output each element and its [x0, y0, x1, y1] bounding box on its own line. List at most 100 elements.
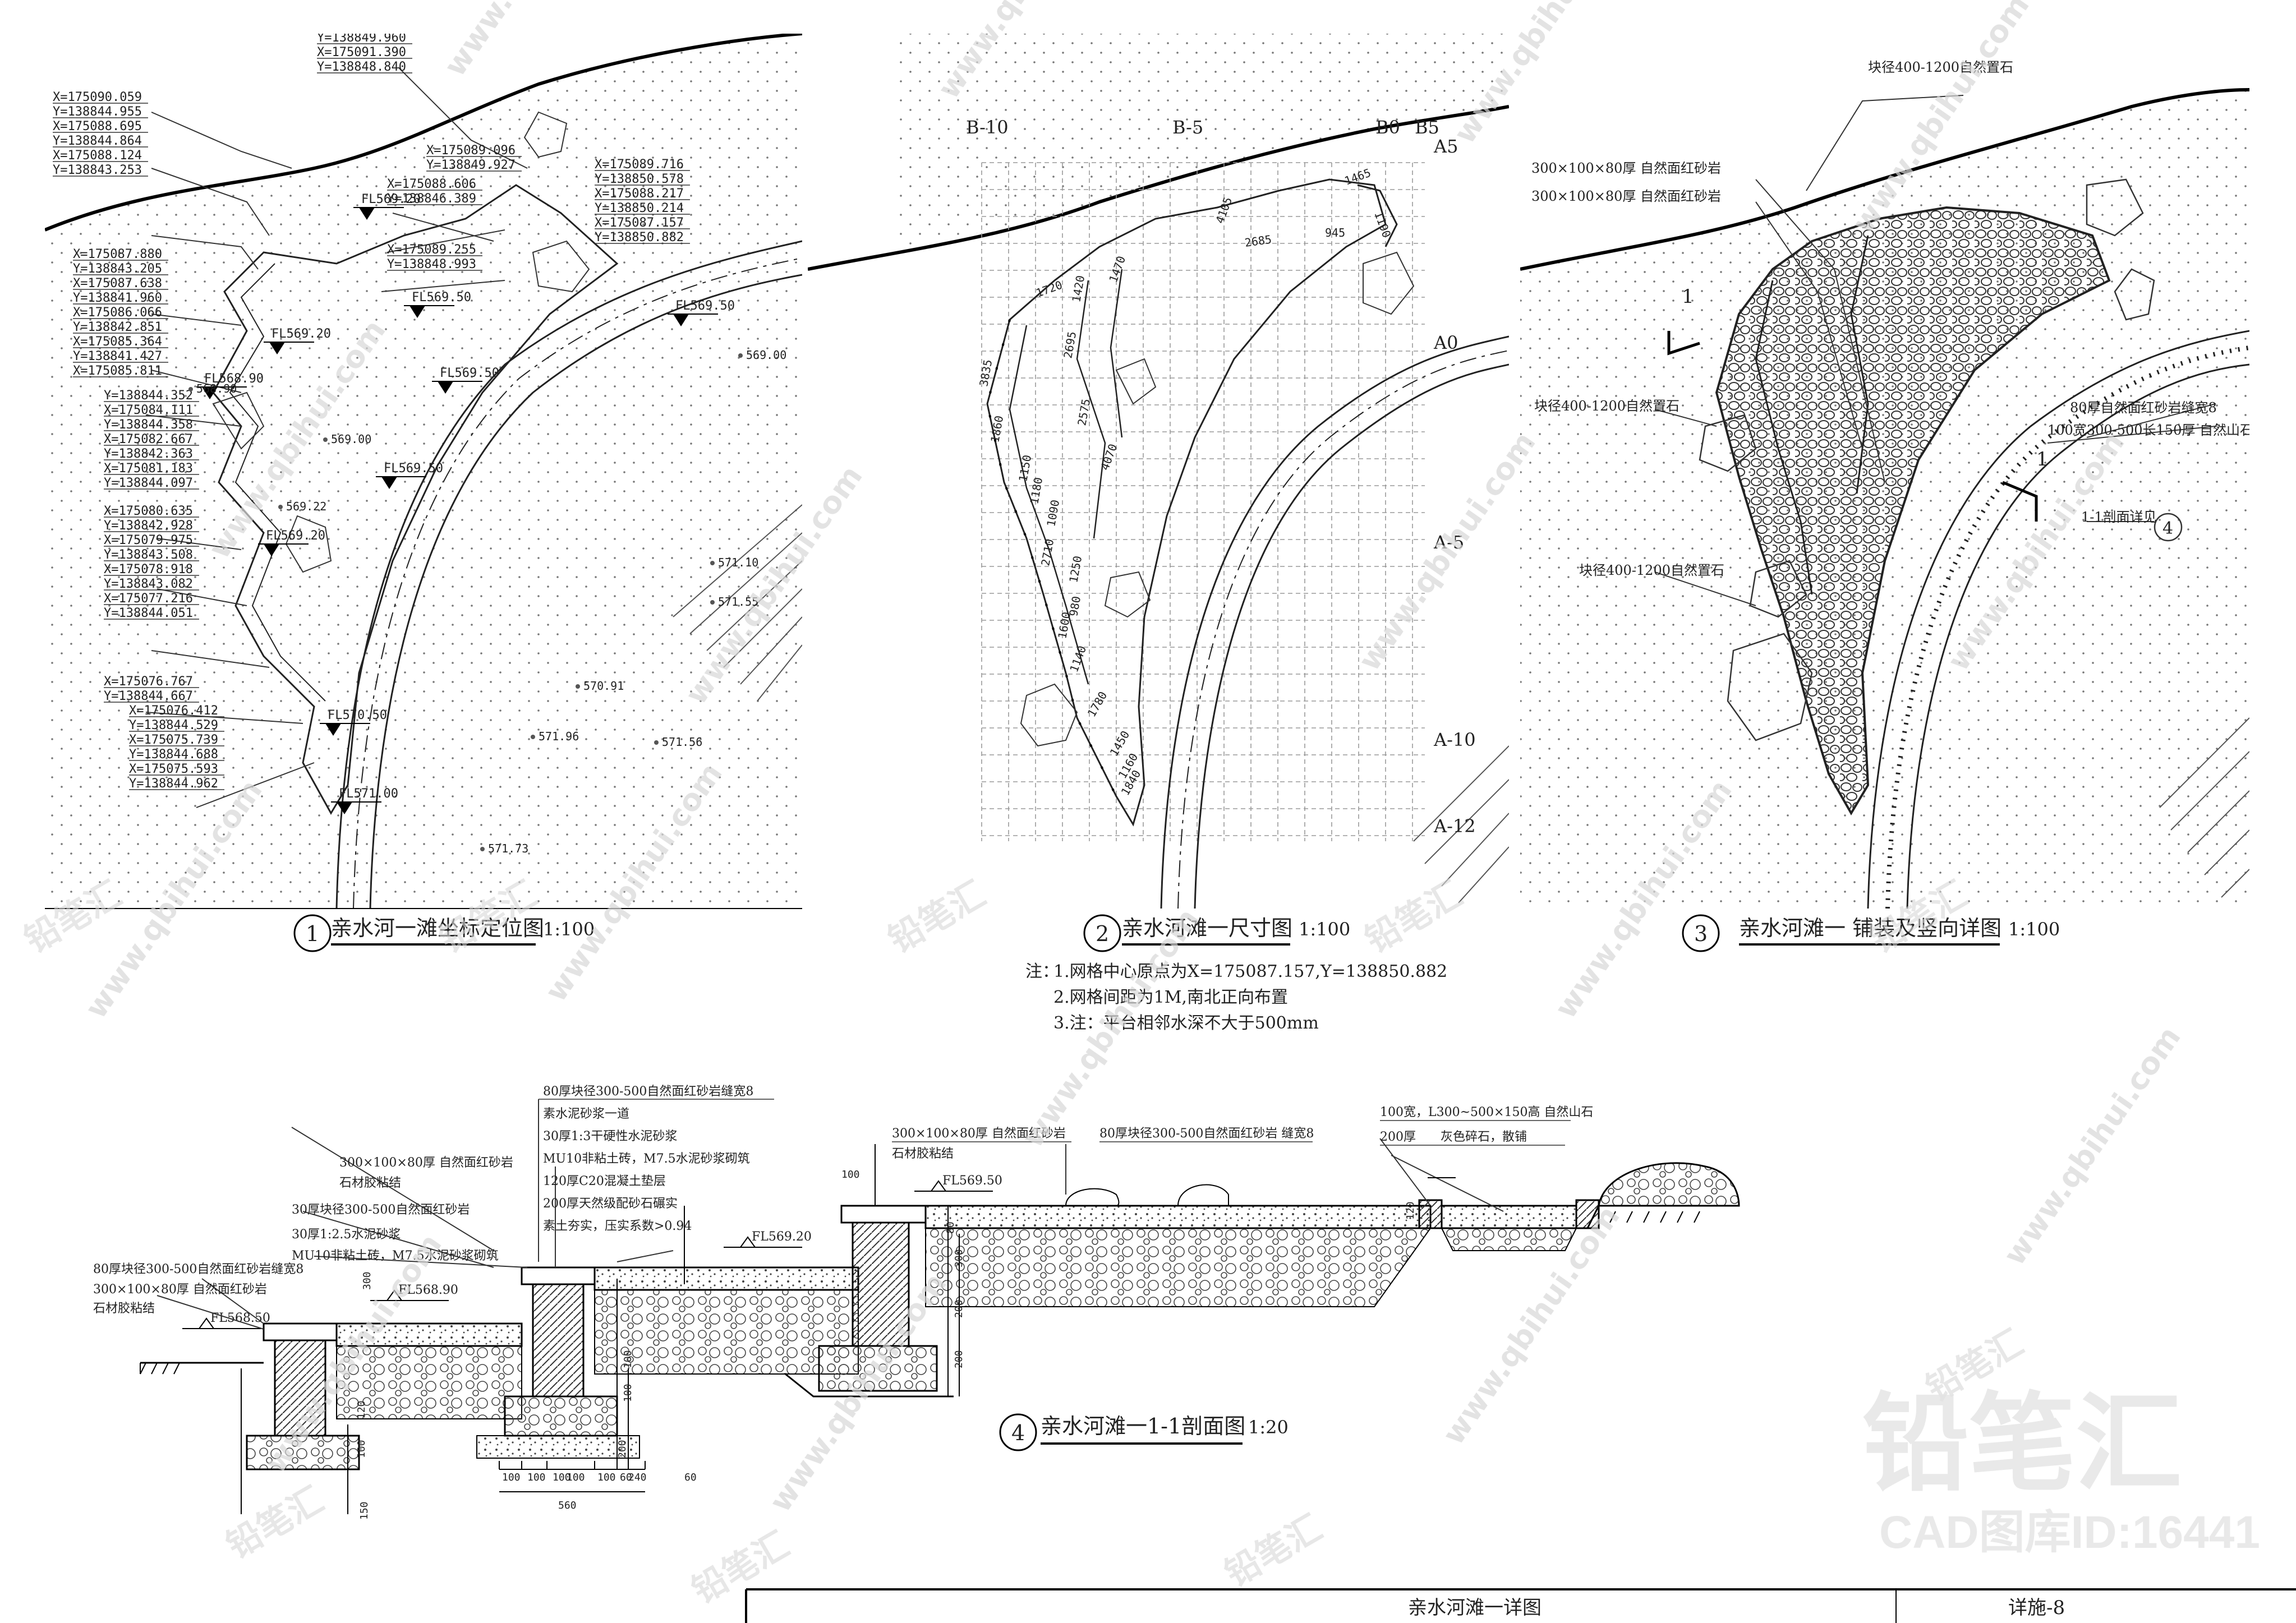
drawing-title: 亲水河滩一详图 — [1408, 1597, 1542, 1619]
view-2-number-circle — [1083, 914, 1121, 952]
grid-axis-label: A-10 — [1433, 729, 1476, 750]
coordinate-label: Y=138844.667 — [104, 689, 193, 703]
spot-height: 571.10 — [718, 556, 758, 569]
level-marker — [359, 208, 375, 220]
level-marker — [202, 387, 218, 399]
coordinate-label: Y=138844.955 — [53, 105, 142, 119]
level-label: FL569.50 — [440, 366, 499, 380]
view-4-number-circle — [999, 1413, 1037, 1451]
coordinate-label: Y=138844.864 — [53, 134, 142, 148]
watermark-brand-small: 铅笔汇 — [1218, 1507, 1329, 1594]
view-4-scale: 1:20 — [1248, 1417, 1289, 1438]
coordinate-label: Y=138844.529 — [129, 718, 218, 732]
note-2: 2.网格间距为1M,南北正向布置 — [1053, 988, 1288, 1007]
material-label: 1-1剖面详见 — [2081, 509, 2157, 525]
dimension-label: 1780 — [1085, 689, 1110, 720]
spot-height: 570.91 — [583, 679, 624, 693]
beach-outline — [986, 178, 1387, 827]
section-mark-left: 1 — [1682, 285, 1694, 308]
coordinate-label: X=175085.811 — [73, 364, 162, 378]
dimension-label: 2685 — [1244, 232, 1272, 249]
dimension-label: 80 — [945, 1221, 956, 1234]
section-label: 300×100×80厚 自然面红砂岩 — [892, 1127, 1066, 1141]
view-3-title: 亲水河滩一 铺装及竖向详图 — [1739, 916, 2001, 940]
dimension-label: 60 — [620, 1472, 632, 1483]
grid-axis-label: A5 — [1433, 136, 1458, 157]
spot-height: 569.00 — [746, 348, 786, 362]
level-marker — [381, 477, 397, 489]
coordinate-label: X=175089.096 — [426, 144, 516, 158]
notes-head: 注： — [1025, 962, 1059, 981]
dimension-label: 100 — [622, 1384, 634, 1402]
view-1-number-circle — [293, 914, 332, 952]
coordinate-label: X=175090.059 — [53, 90, 142, 104]
dimension-label: 1470 — [1106, 254, 1128, 284]
coordinate-label: X=175076.412 — [129, 704, 218, 718]
coordinate-label: Y=138842.928 — [104, 519, 193, 533]
level-label: FL569.20 — [266, 529, 325, 543]
dimension-label: 1250 — [1066, 555, 1084, 584]
dimension-label: 200 — [953, 1299, 965, 1318]
coordinate-label: Y=138843.508 — [104, 548, 193, 562]
coordinate-label: Y=138844.358 — [104, 418, 193, 432]
level-label: FL568.90 — [398, 1283, 458, 1297]
dimension-label: 4105 — [1213, 195, 1235, 225]
section-label: 80厚块径300-500自然面红砂岩缝宽8 — [93, 1262, 303, 1276]
shoreline — [1520, 88, 2249, 271]
section-label: 200厚天然级配砂石碾实 — [543, 1197, 678, 1211]
level-label: FL568.90 — [204, 372, 264, 386]
section-label: MU10非粘土砖，M7.5水泥砂浆砌筑 — [543, 1152, 750, 1166]
dimension-label: 100 — [553, 1472, 571, 1483]
material-label: 80厚自然面红砂岩缝宽8 — [2070, 400, 2217, 416]
level-label: FL569.20 — [752, 1230, 812, 1244]
view-3-number-circle — [1682, 914, 1720, 952]
shoreline — [45, 34, 802, 232]
coordinate-label: X=175085.364 — [73, 335, 162, 349]
level-label: FL569.50 — [384, 462, 443, 476]
view-2-number: 2 — [1096, 921, 1109, 946]
coordinate-label: X=175087.880 — [73, 247, 162, 261]
spot-height: 571.96 — [539, 730, 579, 743]
title-block: 亲水河滩一详图 详施-8 — [745, 1588, 2296, 1623]
dimension-label: 560 — [558, 1500, 577, 1511]
coordinate-label: Y=138850.214 — [595, 201, 684, 215]
dimension-label: 2710 — [1038, 538, 1056, 567]
watermark-brand-small: 铅笔汇 — [881, 873, 992, 961]
note-3: 3.注：平台相邻水深不大于500mm — [1053, 1013, 1319, 1033]
coordinate-label: Y=138849.960 — [317, 31, 406, 45]
coordinate-label: Y=138850.578 — [595, 172, 684, 186]
material-label: 300×100×80厚 自然面红砂岩 — [1531, 188, 1721, 204]
coordinate-label: X=175088.217 — [595, 187, 684, 201]
view-1-title: 亲水河一滩坐标定位图 — [331, 916, 544, 940]
level-label: FL569.50 — [412, 291, 471, 305]
coordinate-label: X=175087.638 — [73, 276, 162, 291]
dimension-label: 1140 — [1067, 644, 1089, 674]
dimension-label: 100 — [527, 1472, 546, 1483]
material-label: 300×100×80厚 自然面红砂岩 — [1531, 160, 1721, 176]
view-1-scale: 1:100 — [543, 919, 595, 940]
dimension-label: 100 — [841, 1169, 860, 1181]
coordinate-label: Y=138844.352 — [104, 389, 193, 403]
dimension-label: 1720 — [1034, 278, 1064, 300]
material-label: 100宽300-500长150厚 自然山石 — [2047, 422, 2253, 438]
level-marker — [673, 314, 689, 326]
coordinate-label: X=175080.635 — [104, 504, 193, 518]
coordinate-label: X=175089.716 — [595, 158, 684, 172]
level-marker — [264, 544, 279, 556]
level-label: FL569.50 — [675, 299, 735, 313]
material-label: 块径400-1200自然置石 — [1534, 398, 1680, 414]
level-marker — [409, 306, 425, 318]
coordinate-label: Y=138841.960 — [73, 291, 162, 305]
note-1: 1.网格中心原点为X=175087.157,Y=138850.882 — [1053, 962, 1447, 981]
spot-height: 571.55 — [718, 595, 758, 608]
coordinate-label: Y=138844.688 — [129, 748, 218, 762]
section-label: 100宽，L300~500×150高 自然山石 — [1380, 1105, 1593, 1119]
coordinate-label: X=175088.695 — [53, 119, 142, 133]
level-label: FL568.50 — [210, 1311, 270, 1325]
section-label: 80厚块径300-500自然面红砂岩 缝宽8 — [1099, 1127, 1314, 1141]
dimension-label: 945 — [1325, 226, 1345, 239]
coordinate-label: Y=138843.253 — [53, 163, 142, 177]
coordinate-label: Y=138848.993 — [387, 257, 476, 271]
dimension-label: 200 — [616, 1440, 628, 1458]
